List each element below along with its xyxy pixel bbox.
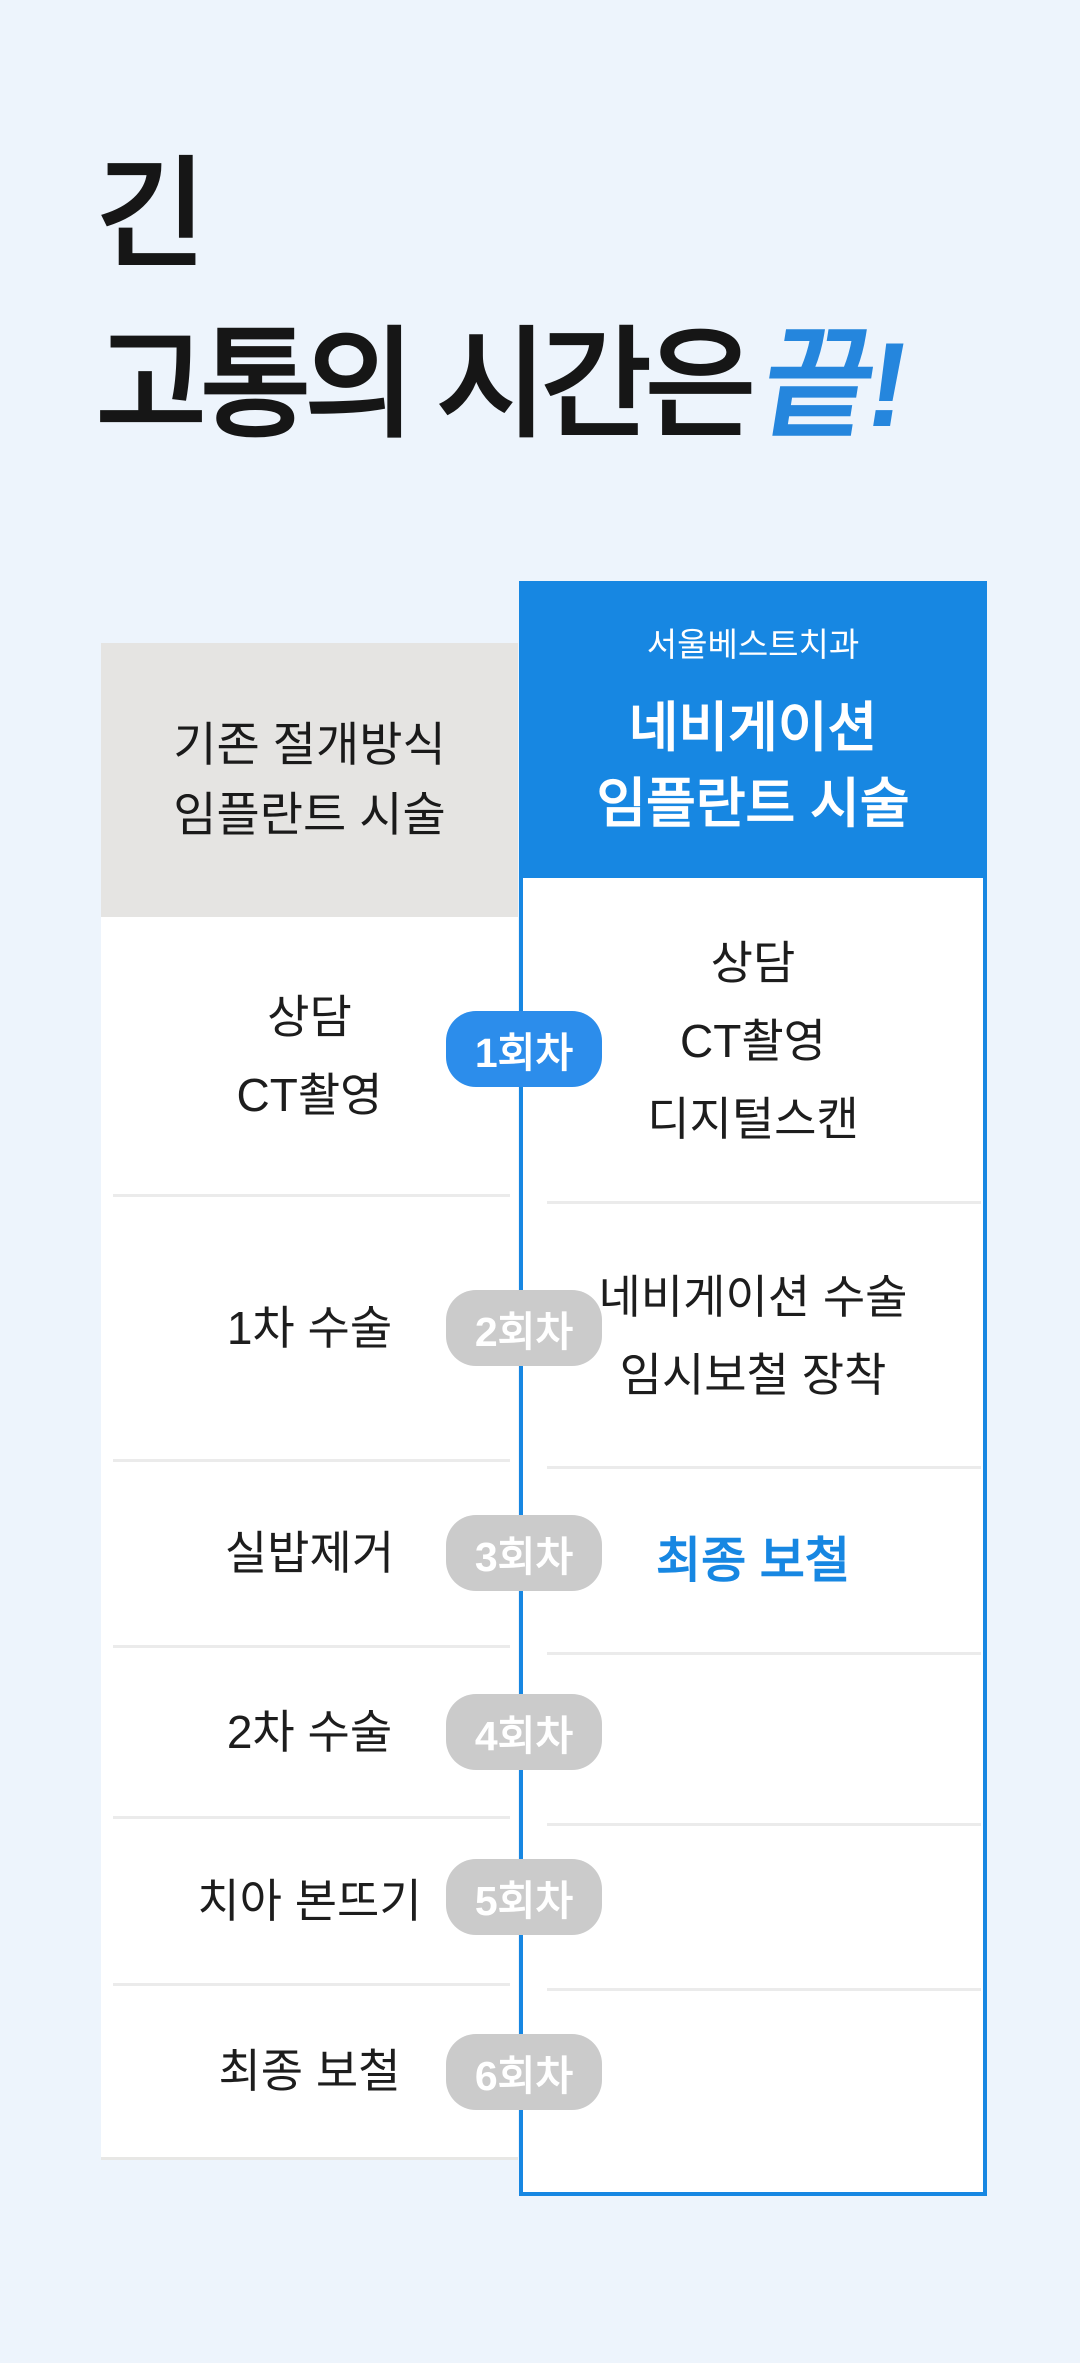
divider <box>113 1816 510 1819</box>
traditional-header-line-2: 임플란트 시술 <box>173 788 446 841</box>
navigation-step-2-line-1: 네비게이션 수술 <box>598 1270 908 1323</box>
traditional-step-5: 치아 본뜨기 <box>101 1817 518 1984</box>
divider <box>113 1459 510 1462</box>
navigation-step-1-line-1: 상담 <box>710 936 796 989</box>
navigation-method-header: 서울베스트치과 네비게이션 임플란트 시술 <box>519 581 987 878</box>
divider <box>547 1652 981 1655</box>
navigation-step-3-line-1: 최종 보철 <box>656 1534 850 1588</box>
title-line-2-black: 고통의 시간은 <box>96 318 756 452</box>
navigation-step-2-line-2: 임시보철 장착 <box>619 1348 887 1401</box>
navigation-step-2: 네비게이션 수술 임시보철 장착 <box>523 1203 983 1468</box>
navigation-step-1: 상담 CT촬영 디지털스캔 <box>523 878 983 1203</box>
visit-badge-5: 5회차 <box>446 1859 602 1935</box>
navigation-step-1-line-3: 디지털스캔 <box>647 1092 859 1145</box>
visit-badge-3: 3회차 <box>446 1515 602 1591</box>
clinic-name: 서울베스트치과 <box>646 625 860 663</box>
traditional-step-1-line-1: 상담 <box>267 991 352 1043</box>
navigation-header-line-1: 네비게이션 <box>628 697 878 758</box>
traditional-step-2-line-1: 1차 수술 <box>226 1301 393 1354</box>
title-line-1: 긴 <box>96 148 206 282</box>
traditional-step-4: 2차 수술 <box>101 1646 518 1817</box>
main-title: 긴 고통의 시간은끝! <box>96 130 913 470</box>
divider <box>113 1194 510 1197</box>
divider <box>547 1201 981 1204</box>
navigation-step-3: 최종 보철 <box>523 1468 983 1654</box>
visit-badge-1: 1회차 <box>446 1011 602 1087</box>
divider <box>113 1645 510 1648</box>
divider <box>547 1988 981 1991</box>
navigation-step-1-line-2: CT촬영 <box>680 1014 826 1067</box>
traditional-step-3-line-1: 실밥제거 <box>224 1527 395 1579</box>
divider <box>113 1983 510 1986</box>
traditional-header-line-1: 기존 절개방식 <box>173 718 446 771</box>
visit-badge-2: 2회차 <box>446 1290 602 1366</box>
title-line-2-blue: 끝! <box>753 318 913 452</box>
traditional-step-3: 실밥제거 <box>101 1460 518 1646</box>
traditional-step-1: 상담 CT촬영 <box>101 917 518 1195</box>
traditional-step-6-line-1: 최종 보철 <box>218 2044 401 2097</box>
divider <box>547 1466 981 1469</box>
traditional-step-4-line-1: 2차 수술 <box>226 1705 393 1758</box>
traditional-step-5-line-1: 치아 본뜨기 <box>197 1874 422 1927</box>
traditional-method-header: 기존 절개방식 임플란트 시술 <box>101 643 518 917</box>
title-line-2: 고통의 시간은끝! <box>96 300 913 470</box>
traditional-step-2: 1차 수술 <box>101 1195 518 1460</box>
traditional-step-1-line-2: CT촬영 <box>236 1069 383 1121</box>
traditional-step-6: 최종 보철 <box>101 1984 518 2157</box>
divider <box>547 1823 981 1826</box>
visit-badge-4: 4회차 <box>446 1694 602 1770</box>
navigation-header-line-2: 임플란트 시술 <box>596 773 910 834</box>
visit-badge-6: 6회차 <box>446 2034 602 2110</box>
